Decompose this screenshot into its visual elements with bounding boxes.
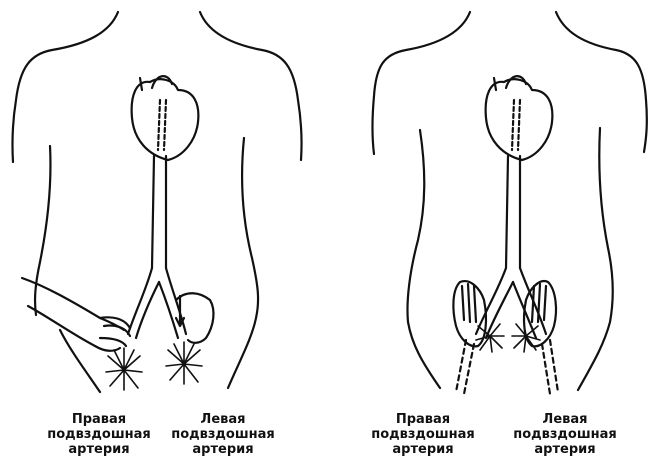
label-line: Левая bbox=[158, 412, 288, 427]
right-figure bbox=[373, 12, 647, 394]
left-pulse-burst-right bbox=[106, 348, 142, 390]
left-figure-right-iliac-label: Правая подвздошная артерия bbox=[34, 412, 164, 457]
label-line: Правая bbox=[34, 412, 164, 427]
right-heart-vessel-1 bbox=[494, 78, 496, 90]
label-line: Правая bbox=[358, 412, 488, 427]
label-line: подвздошная bbox=[358, 427, 488, 442]
right-heart bbox=[486, 79, 553, 160]
right-figure-left-iliac-label: Левая подвздошная артерия bbox=[500, 412, 630, 457]
left-arm-lower bbox=[28, 306, 120, 351]
right-femoral-dashed-left-2 bbox=[542, 344, 550, 394]
label-line: артерия bbox=[500, 442, 630, 457]
left-torso-left-outline bbox=[12, 12, 118, 162]
label-line: Левая bbox=[500, 412, 630, 427]
left-heart-septum-2 bbox=[164, 100, 166, 150]
left-torso-left-hip bbox=[60, 330, 100, 392]
left-hand-fingers bbox=[100, 317, 130, 346]
label-line: подвздошная bbox=[500, 427, 630, 442]
right-aorta-left-wall bbox=[506, 156, 508, 268]
label-line: артерия bbox=[358, 442, 488, 457]
right-pulse-burst-left bbox=[512, 324, 540, 352]
right-figure-right-iliac-label: Правая подвздошная артерия bbox=[358, 412, 488, 457]
right-femoral-dashed-right bbox=[456, 340, 466, 392]
right-hand-right-fingers bbox=[462, 284, 476, 322]
right-hand-left-fingers bbox=[532, 284, 546, 322]
label-line: подвздошная bbox=[158, 427, 288, 442]
label-line: артерия bbox=[34, 442, 164, 457]
right-torso-right-outline bbox=[556, 12, 647, 152]
left-left-iliac-inner bbox=[159, 282, 178, 338]
left-aorta-left-wall bbox=[152, 156, 154, 268]
left-heart bbox=[132, 79, 199, 160]
left-right-iliac-inner bbox=[136, 282, 159, 338]
left-figure bbox=[12, 12, 301, 392]
left-pulse-burst-left bbox=[166, 342, 202, 384]
right-heart-septum-2 bbox=[518, 100, 520, 150]
left-figure-left-iliac-label: Левая подвздошная артерия bbox=[158, 412, 288, 457]
right-femoral-dashed-right-2 bbox=[464, 344, 474, 394]
left-torso-right-side bbox=[228, 138, 258, 388]
right-torso-right-side bbox=[578, 128, 613, 390]
right-torso-left-side bbox=[407, 130, 440, 388]
left-heart-septum bbox=[158, 100, 160, 150]
label-line: артерия bbox=[158, 442, 288, 457]
right-femoral-dashed-left bbox=[550, 340, 558, 392]
label-line: подвздошная bbox=[34, 427, 164, 442]
left-heart-vessel-1 bbox=[140, 78, 142, 90]
left-torso-right-outline bbox=[200, 12, 302, 160]
left-arm-upper bbox=[22, 278, 124, 330]
right-heart-septum bbox=[512, 100, 514, 150]
right-right-iliac-inner bbox=[486, 282, 513, 338]
